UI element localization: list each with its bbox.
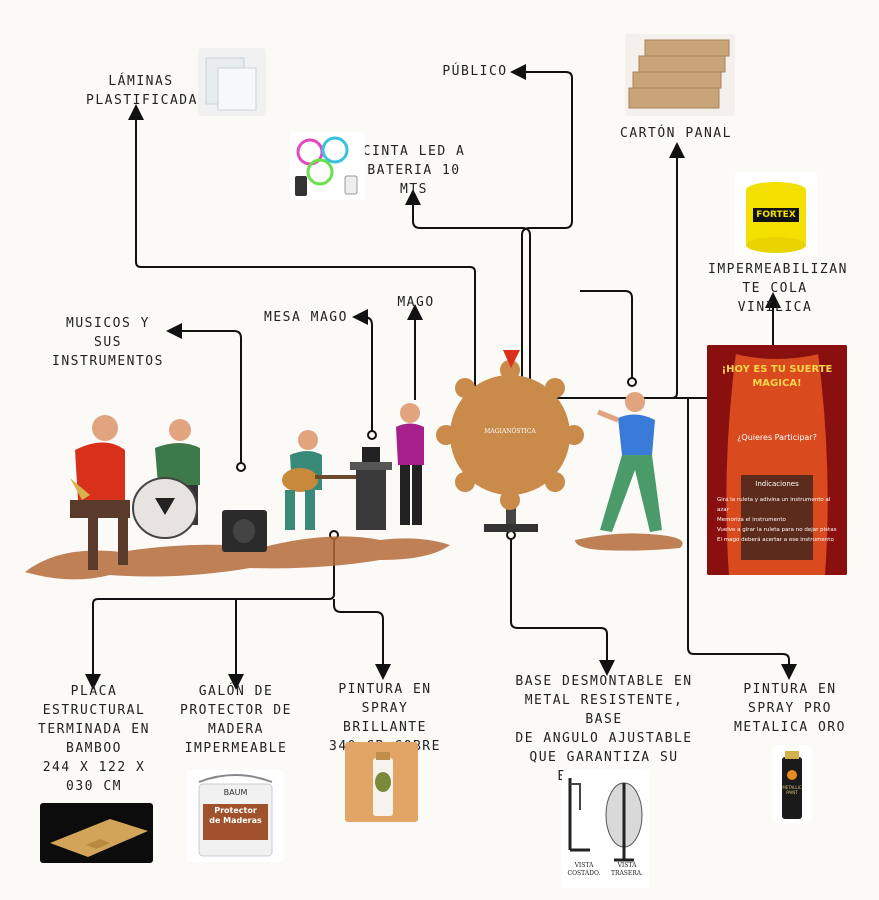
arrow-pintura-oro (687, 398, 797, 680)
floor-stain-right (575, 533, 683, 551)
label-mago: MAGO (397, 295, 435, 310)
magician (396, 403, 424, 525)
label-laminas: LÁMINAS PLASTIFICADAS (86, 74, 208, 108)
arrow-publico (510, 64, 573, 385)
metallic-label: METALLIC PAINT (782, 785, 802, 795)
label-mesa: MESA MAGO (264, 310, 348, 325)
poster-list: Gira la ruleta y adivina un instrumento … (717, 495, 841, 545)
base-view-side: VISTA COSTADO. (567, 862, 601, 877)
image-cinta-led (290, 132, 365, 200)
label-impermeabilizante: IMPERMEABILIZAN TE COLA VINILICA (708, 262, 848, 315)
image-bamboo (40, 803, 153, 863)
image-laminas (198, 48, 266, 116)
image-carton-panal (625, 34, 735, 116)
arrow-cinta (405, 189, 531, 395)
label-pintura-oro: PINTURA EN SPRAY PRO METALICA ORO (734, 682, 846, 735)
magic-table (350, 447, 392, 530)
line-materials (85, 535, 335, 690)
poster-title: ¡HOY ES TU SUERTE MAGICA! (721, 364, 833, 389)
fortex-brand: FORTEX (756, 210, 796, 220)
label-carton: CARTÓN PANAL (620, 126, 732, 141)
image-fortex: FORTEX (735, 172, 817, 256)
audience-person (597, 392, 662, 532)
label-placa: PLACA ESTRUCTURAL TERMINADA EN BAMBOO 24… (38, 684, 150, 794)
line-publico-person (580, 290, 633, 380)
prize-wheel (436, 350, 584, 532)
wheel-center-text: MAGIANÓSTICA (484, 428, 536, 435)
poster-item: Vuelve a girar la ruleta para no dejar p… (717, 527, 837, 533)
rules-poster: ¡HOY ES TU SUERTE MAGICA! ¿Quieres Parti… (707, 345, 847, 575)
label-cinta: CINTA LED A BATERIA 10 MTS (362, 144, 466, 197)
arrow-base (510, 535, 615, 676)
image-base-metal: VISTA COSTADO. VISTA TRASERA. (562, 770, 649, 888)
label-base: BASE DESMONTABLE EN METAL RESISTENTE, BA… (515, 674, 693, 784)
poster-item: Memoriza el instrumento (717, 517, 786, 523)
label-galon: GALÓN DE PROTECTOR DE MADERA IMPERMEABLE (180, 684, 292, 756)
arrow-laminas (128, 104, 476, 395)
baum-title: Protector de Maderas (209, 806, 262, 825)
musician-red (70, 415, 130, 570)
poster-question: ¿Quieres Participar? (737, 433, 817, 442)
musician-green (132, 419, 200, 539)
poster-item: Gira la ruleta y adivina un instrumento … (717, 497, 831, 513)
arrow-musicos (166, 323, 242, 466)
label-musicos: MUSICOS Y SUS INSTRUMENTOS (52, 316, 164, 369)
image-spray-cobre (345, 742, 418, 822)
poster-heading: Indicaciones (755, 480, 799, 488)
base-view-back: VISTA TRASERA. (610, 862, 644, 877)
arrow-pintura-cobre (333, 599, 391, 680)
poster-item: El mago deberá acertar a ese instrumento (717, 537, 834, 543)
image-galon: BAUM Protector de Maderas (187, 770, 284, 862)
baum-brand: BAUM (223, 788, 248, 797)
guitarist (282, 430, 365, 530)
floor-stain-left (25, 536, 450, 580)
arrow-mesa (352, 309, 373, 435)
image-spray-oro: METALLIC PAINT (772, 745, 812, 823)
label-publico: PÚBLICO (442, 64, 508, 79)
